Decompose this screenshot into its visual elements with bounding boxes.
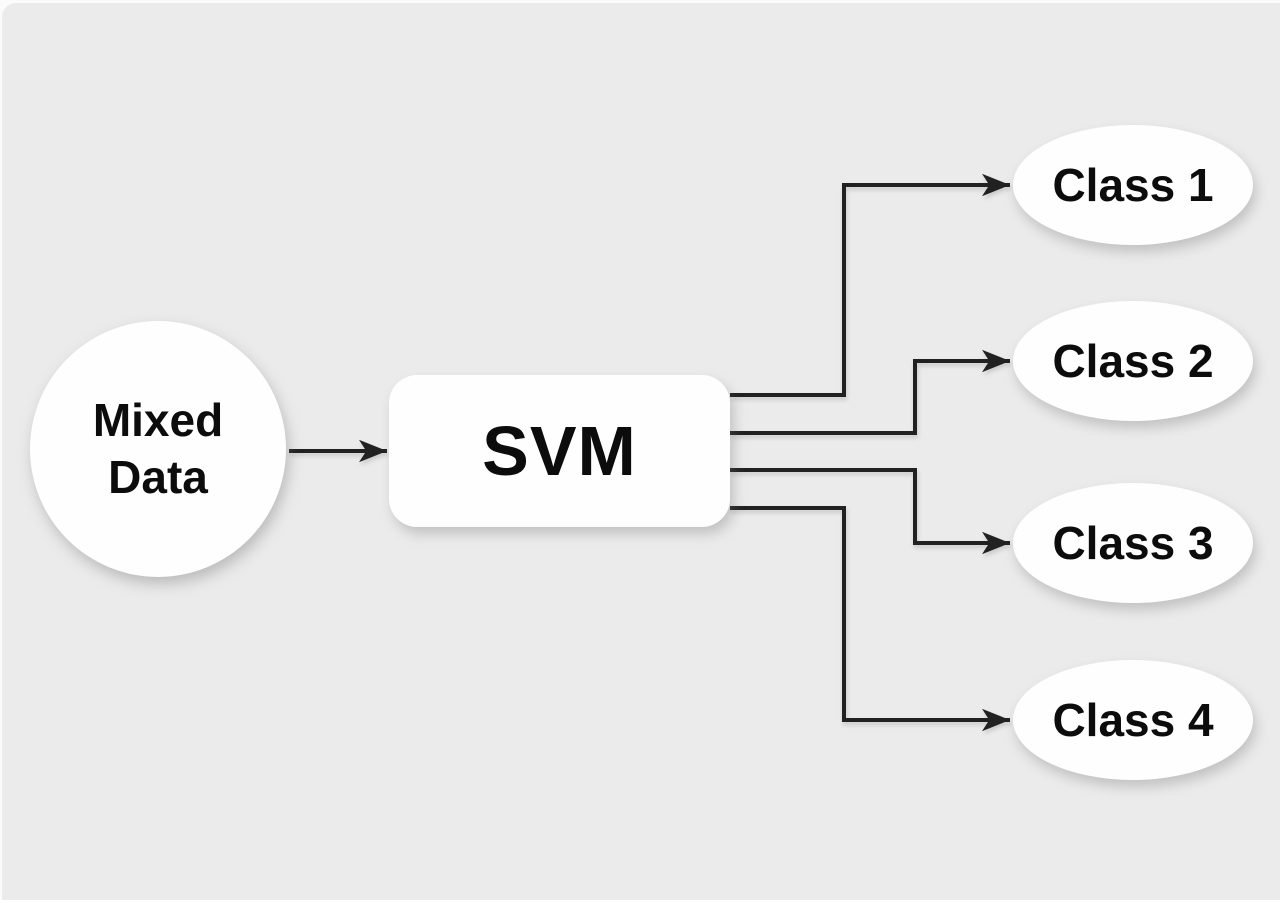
node-class-3: Class 3	[1013, 483, 1253, 603]
mixed-data-label-line1: Mixed	[92, 393, 224, 446]
node-class-1: Class 1	[1013, 125, 1253, 245]
mixed-data-label: Mixed Data	[93, 392, 223, 506]
edge-svm-to-class-4	[730, 506, 1010, 732]
node-class-4: Class 4	[1013, 660, 1253, 780]
mixed-data-label-line2: Data	[108, 451, 208, 503]
diagram-canvas: Mixed Data SVM Class 1 Class 2 Class 3 C…	[2, 3, 1280, 900]
class-1-label: Class 1	[1052, 159, 1214, 211]
edge-svm-to-class-1	[730, 173, 1010, 397]
node-mixed-data: Mixed Data	[30, 321, 286, 577]
edge-svm-to-class-2	[730, 349, 1010, 435]
node-class-2: Class 2	[1013, 301, 1253, 421]
class-4-label: Class 4	[1052, 694, 1214, 746]
node-svm: SVM	[389, 375, 730, 527]
class-2-label: Class 2	[1052, 335, 1214, 387]
svm-label: SVM	[482, 412, 637, 490]
class-3-label: Class 3	[1052, 517, 1214, 569]
edge-svm-to-class-3	[730, 468, 1010, 555]
edge-layer	[289, 173, 1010, 732]
